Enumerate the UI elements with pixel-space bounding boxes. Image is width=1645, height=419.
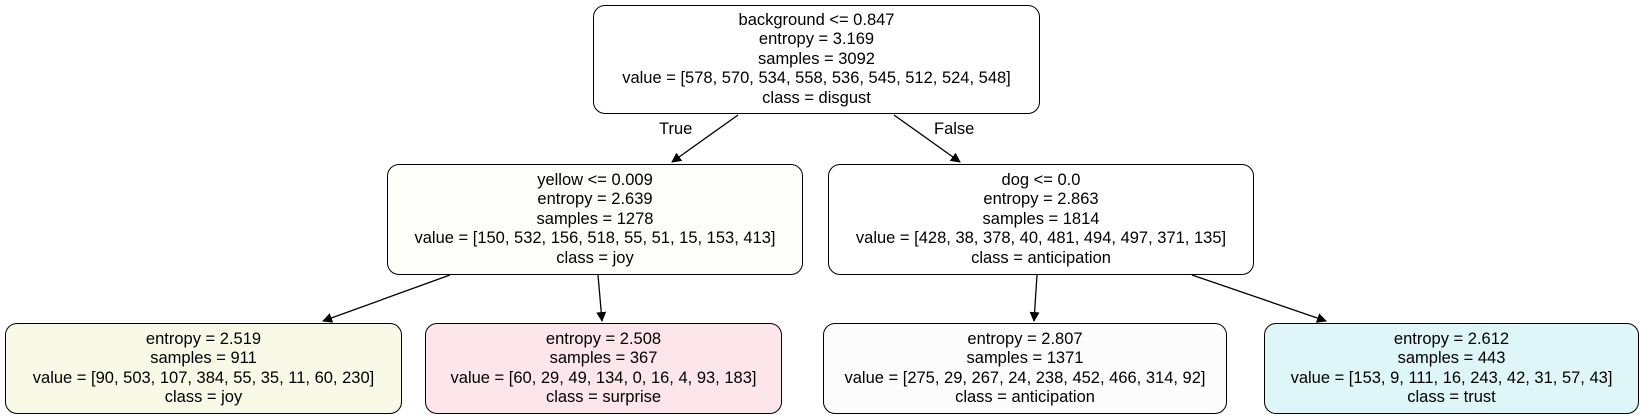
node-samples: samples = 3092 xyxy=(758,49,875,68)
node-class: class = anticipation xyxy=(971,248,1111,267)
edge-right-to-rl xyxy=(1029,274,1040,322)
node-class: class = joy xyxy=(556,248,634,267)
root-node: background <= 0.847 entropy = 3.169 samp… xyxy=(593,5,1040,114)
node-entropy: entropy = 2.863 xyxy=(983,190,1099,209)
node-value: value = [428, 38, 378, 40, 481, 494, 497… xyxy=(855,229,1227,248)
node-samples: samples = 1814 xyxy=(982,209,1100,228)
edge-label-true: True xyxy=(659,120,693,138)
node-split: yellow <= 0.009 xyxy=(537,170,653,189)
node-value: value = [153, 9, 111, 16, 243, 42, 31, 5… xyxy=(1290,368,1613,387)
node-value: value = [275, 29, 267, 24, 238, 452, 466… xyxy=(844,368,1206,387)
node-samples: samples = 911 xyxy=(150,349,257,367)
node-value: value = [150, 532, 156, 518, 55, 51, 15,… xyxy=(414,229,776,248)
node-samples: samples = 443 xyxy=(1397,349,1506,367)
node-entropy: entropy = 2.807 xyxy=(967,329,1083,348)
node-samples: samples = 1278 xyxy=(536,209,654,228)
node-split: background <= 0.847 xyxy=(738,10,895,29)
edge-root-to-right xyxy=(893,114,961,163)
node-entropy: entropy = 2.508 xyxy=(545,329,662,348)
leaf-node-right-left: entropy = 2.807 samples = 1371 value = [… xyxy=(823,323,1227,414)
leaf-node-left-left: entropy = 2.519 samples = 911 value = [9… xyxy=(5,323,402,414)
node-class: class = anticipation xyxy=(955,388,1095,406)
edge-right-to-rr xyxy=(1191,274,1327,323)
edge-left-to-ll xyxy=(322,274,451,323)
leaf-node-left-right: entropy = 2.508 samples = 367 value = [6… xyxy=(425,323,782,414)
right-node: dog <= 0.0 entropy = 2.863 samples = 181… xyxy=(828,164,1254,275)
edge-root-to-left xyxy=(671,114,739,163)
node-entropy: entropy = 2.519 xyxy=(145,329,262,348)
edge-label-false: False xyxy=(934,120,975,138)
node-class: class = surprise xyxy=(545,388,662,406)
edge-left-to-lr xyxy=(596,274,607,322)
node-split: dog <= 0.0 xyxy=(1001,170,1081,189)
node-value: value = [60, 29, 49, 134, 0, 16, 4, 93, … xyxy=(450,368,757,387)
node-class: class = disgust xyxy=(762,88,871,107)
node-entropy: entropy = 3.169 xyxy=(758,30,875,49)
node-entropy: entropy = 2.612 xyxy=(1393,329,1510,348)
node-samples: samples = 367 xyxy=(549,349,658,367)
node-samples: samples = 1371 xyxy=(966,349,1084,367)
leaf-node-right-right: entropy = 2.612 samples = 443 value = [1… xyxy=(1264,323,1639,414)
node-value: value = [90, 503, 107, 384, 55, 35, 11, … xyxy=(32,368,375,387)
node-entropy: entropy = 2.639 xyxy=(537,190,653,209)
node-class: class = joy xyxy=(164,388,243,406)
node-value: value = [578, 570, 534, 558, 536, 545, 5… xyxy=(622,69,1011,88)
node-class: class = trust xyxy=(1407,388,1496,406)
left-node: yellow <= 0.009 entropy = 2.639 samples … xyxy=(387,164,803,275)
